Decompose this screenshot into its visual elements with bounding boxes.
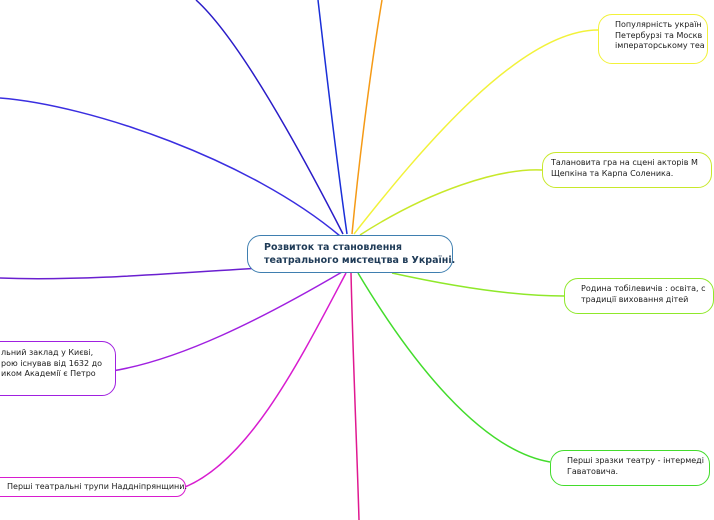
central-topic-line-1: Розвиток та становлення [264,242,402,253]
topic-first-troupes[interactable]: Перші театральні трупи Наддніпрянщини. [0,477,187,497]
topic-talented-play[interactable]: Талановита гра на сцені акторів М Щепкін… [542,152,712,188]
topic-kyiv-academy-line-3: иком Академії є Петро [1,369,96,378]
topic-first-samples-line-1: Перші зразки театру - інтермеді [567,456,704,465]
connector-talented-play [359,169,543,236]
connector-top-orange [351,0,383,235]
topic-first-samples-line-2: Гаватовича. [567,466,619,476]
topic-kyiv-academy[interactable]: льний заклад у Києві, рою існував від 16… [0,341,116,396]
topic-tobilevych-line-2: традиції виховання дітей [581,294,689,304]
connector-left-upper [0,97,341,237]
topic-popularity-line-2: Петербурзі та Москв [615,30,703,40]
topic-kyiv-academy-line-2: рою існував від 1632 до [1,358,103,368]
connector-first-troupes [184,272,347,488]
connector-popularity [353,29,599,235]
topic-popularity-line-3: імператорському теа [615,41,705,50]
topic-kyiv-academy-line-1: льний заклад у Києві, [1,348,94,357]
connector-first-samples [357,272,551,463]
connector-bottom [350,272,360,520]
topic-tobilevych-family[interactable]: Родина тобілевичів : освіта, с традиції … [564,278,714,314]
central-topic[interactable]: Розвиток та становлення театрального мис… [247,235,456,273]
topic-first-troupes-line-1: Перші театральні трупи Наддніпрянщини. [7,482,187,491]
topic-popularity-line-1: Популярність україн [615,20,702,29]
topic-first-samples[interactable]: Перші зразки театру - інтермеді Гаватови… [550,450,710,486]
connector-kyiv-academy [111,271,343,372]
topic-talented-play-line-2: Щепкіна та Карпа Соленика. [551,168,674,178]
topic-tobilevych-line-1: Родина тобілевичів : освіта, с [581,284,706,293]
connector-top-left [195,0,344,235]
topic-talented-play-line-1: Талановита гра на сцені акторів М [551,158,698,167]
connector-lines [0,0,599,520]
topic-popularity[interactable]: Популярність україн Петербурзі та Москв … [598,14,708,64]
connector-top-mid [317,0,348,235]
central-topic-line-2: театрального мистецтва в Україні. [264,254,456,266]
connector-tobilevych [391,272,565,297]
